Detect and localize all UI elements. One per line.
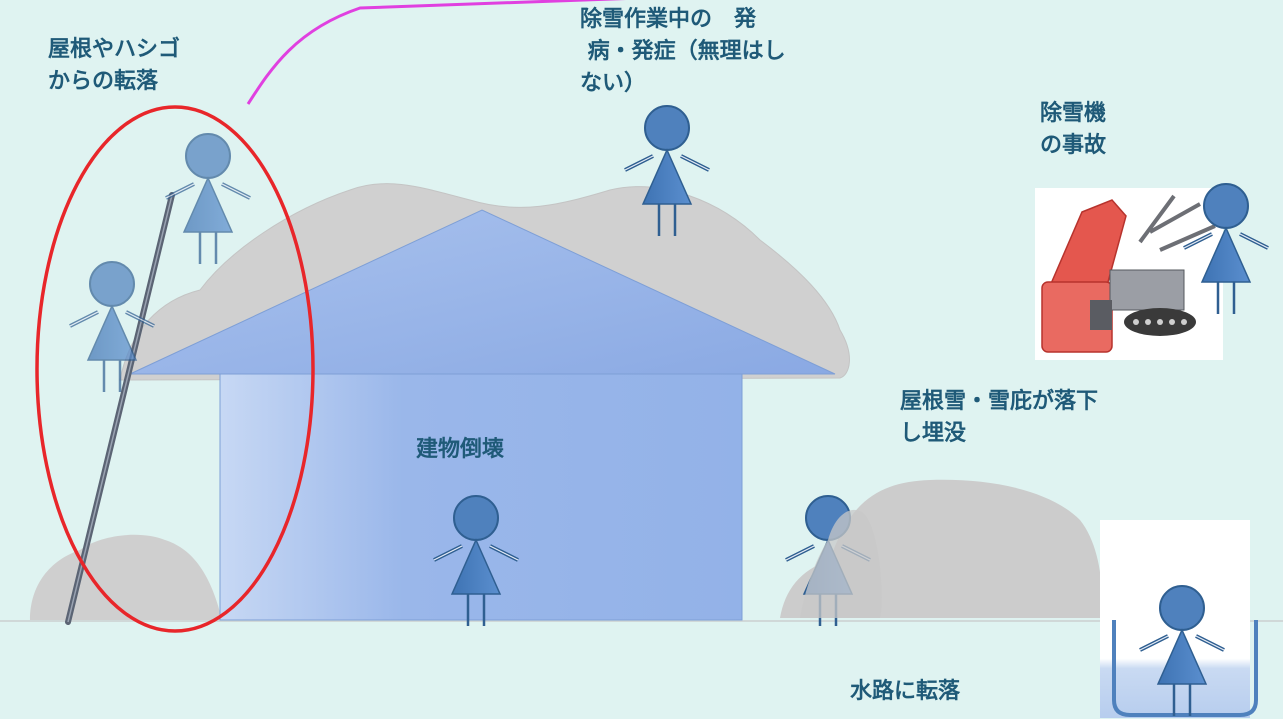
label-illness-during-work: 除雪作業中の 発 病・発症（無理はし ない） bbox=[580, 7, 786, 96]
label-roof-snow-slide: 屋根雪・雪庇が落下 し埋没 bbox=[900, 389, 1099, 446]
label-fall-from-roof: 屋根やハシゴ からの転落 bbox=[48, 37, 181, 94]
left-snow-pile bbox=[30, 534, 222, 620]
highlight-ellipse bbox=[35, 105, 315, 633]
label-building-collapse: 建物倒壊 bbox=[416, 437, 505, 462]
snow-blower-icon bbox=[1035, 188, 1223, 360]
label-fall-into-waterway: 水路に転落 bbox=[850, 679, 961, 704]
connector-line bbox=[246, 0, 627, 105]
person-icon bbox=[164, 132, 252, 266]
label-snow-blower-accident: 除雪機 の事故 bbox=[1040, 101, 1107, 158]
falling-snow-overlay bbox=[800, 509, 882, 618]
